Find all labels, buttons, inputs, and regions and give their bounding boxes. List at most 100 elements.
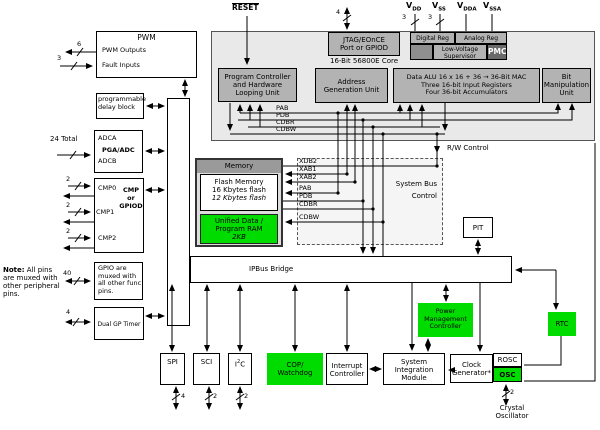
clk-line1: Clock bbox=[461, 361, 482, 369]
cmp-or-line3: GPIOD bbox=[119, 202, 143, 210]
crystal-line1: Crystal bbox=[499, 404, 525, 412]
sci-block: SCI bbox=[193, 353, 220, 385]
digital-reg-block: Digital Reg bbox=[410, 32, 455, 44]
gpio-line3: all other func bbox=[98, 279, 142, 287]
unified-ram-block: Unified Data / Program RAM 2KB bbox=[200, 214, 278, 244]
memory-block: Memory Flash Memory 16 Kbytes flash 12 K… bbox=[195, 158, 283, 247]
gpio-line2: muxed with bbox=[98, 271, 137, 280]
cop-watchdog-block: COP/ Watchdog bbox=[267, 353, 323, 385]
vss-pin-label: VSS bbox=[432, 1, 446, 15]
pwm-faults-width-label: 3 bbox=[57, 54, 62, 62]
vssa-sub: SSA bbox=[489, 6, 502, 13]
gpio-block: GPIO are muxed with all other func pins. bbox=[94, 262, 143, 300]
system-bus-control-label: System Bus Control bbox=[375, 180, 437, 200]
pc-line2: and Hardware bbox=[232, 81, 283, 89]
vss-sub: SS bbox=[438, 6, 446, 13]
i2c-pre: I bbox=[234, 360, 237, 369]
vssa-base: V bbox=[483, 1, 490, 10]
cop-line1: COP/ bbox=[286, 361, 304, 369]
cmp2-label: CMP2 bbox=[98, 234, 117, 242]
flash-line2: 16 Kbytes flash bbox=[211, 186, 266, 194]
lvs-line2: Supervisor bbox=[443, 53, 477, 60]
bmu-line1: Bit bbox=[561, 73, 572, 81]
agu-line2: Generation Unit bbox=[323, 86, 380, 94]
alu-line3: Four 36-bit Accumulators bbox=[425, 88, 508, 96]
cmp-or-line1: CMP bbox=[122, 186, 139, 194]
flash-line3: 12 Kbytes flash bbox=[211, 194, 267, 202]
rtc-block: RTC bbox=[548, 312, 576, 336]
vdda-sub: DDA bbox=[463, 6, 477, 13]
bmu-line2: Manipulation bbox=[543, 81, 590, 89]
delay-line1: programmable bbox=[98, 95, 146, 103]
timer-width-label: 4 bbox=[66, 308, 71, 316]
note-line2: are muxed with bbox=[3, 274, 58, 282]
pwm-block: PWM PWM Outputs Fault Inputs bbox=[96, 31, 197, 78]
vss-base: V bbox=[432, 1, 439, 10]
core-bus-cdbw-label: CDBW bbox=[276, 125, 297, 133]
i2c-sup: 2 bbox=[237, 359, 241, 365]
mem-bus-pdb-label: PDB bbox=[299, 192, 313, 200]
note-rest: All pins bbox=[24, 266, 53, 274]
pit-block: PIT bbox=[463, 217, 493, 238]
adc-block: ADCA PGA/ADC ADCB bbox=[94, 130, 143, 173]
delay-line2: delay block bbox=[98, 102, 136, 111]
pc-line3: Looping Unit bbox=[235, 89, 280, 97]
system-bus-control-block bbox=[297, 158, 443, 245]
i2c-block: I2C bbox=[228, 353, 252, 385]
lvs-line1: Low-Voltage bbox=[441, 46, 479, 53]
jtag-eonce-block: JTAG/EOnCE Port or GPIOD bbox=[328, 32, 400, 56]
jtag-width-label: 4 bbox=[336, 8, 341, 16]
pmc-line1: Power bbox=[435, 307, 456, 315]
pmc-line2: Management bbox=[424, 314, 467, 323]
cmp-block: CMP0 CMP or GPIOD CMP1 CMP2 bbox=[94, 178, 144, 253]
note-line1: Note: All pins bbox=[3, 266, 65, 274]
ipbus-bridge-block: IPBus Bridge bbox=[190, 256, 512, 283]
system-integration-module-block: System Integration Module bbox=[383, 353, 445, 385]
intc-line1: Interrupt bbox=[331, 362, 363, 370]
sim-line2: Integration bbox=[394, 366, 434, 374]
vdda-pin-label: VDDA bbox=[457, 1, 477, 15]
reg-filler-block bbox=[410, 44, 433, 60]
adc-line3: ADCB bbox=[98, 157, 117, 165]
gpio-width-label: 40 bbox=[63, 269, 72, 277]
reset-pin-label: RESET bbox=[232, 3, 259, 12]
core-bus-cdbr-label: CDBR bbox=[276, 118, 295, 126]
sci-width-label: 2 bbox=[213, 392, 218, 400]
rosc-block: ROSC bbox=[493, 353, 522, 367]
crystal-line2: Oscillator bbox=[495, 412, 529, 420]
mem-bus-xab2-label: XAB2 bbox=[299, 173, 317, 181]
mem-bus-cdbr-label: CDBR bbox=[299, 200, 318, 208]
data-alu-block: Data ALU 16 x 16 + 36 → 36-Bit MAC Three… bbox=[393, 68, 540, 103]
flash-line1: Flash Memory bbox=[214, 178, 264, 186]
ram-line3: 2KB bbox=[232, 233, 246, 241]
note-line3: other peripheral bbox=[3, 282, 60, 290]
ipbus-bridge-label: IPBus Bridge bbox=[249, 265, 294, 273]
mem-bus-xab1-label: XAB1 bbox=[299, 165, 317, 173]
cmp2-width-label: 2 bbox=[66, 227, 71, 235]
vss-width-label: 3 bbox=[428, 13, 433, 21]
spi-block: SPI bbox=[160, 353, 185, 385]
cmp-or-line2: or bbox=[127, 194, 135, 202]
mem-bus-cdbw-label: CDBW bbox=[299, 213, 320, 221]
flash-memory-block: Flash Memory 16 Kbytes flash 12 Kbytes f… bbox=[200, 174, 278, 211]
power-management-controller-block: Power Management Controller bbox=[418, 303, 473, 337]
analog-reg-block: Analog Reg bbox=[455, 32, 507, 44]
interrupt-controller-block: Interrupt Controller bbox=[326, 353, 368, 385]
agu-line1: Address bbox=[337, 78, 366, 86]
note-text: Note: All pins are muxed with other peri… bbox=[3, 266, 65, 298]
pc-line1: Program Controller bbox=[224, 73, 291, 81]
clk-line2: Generator* bbox=[451, 369, 492, 377]
note-line4: pins. bbox=[3, 290, 20, 298]
spi-width-label: 4 bbox=[181, 392, 186, 400]
vdd-pin-label: VDD bbox=[406, 1, 421, 15]
memory-title: Memory bbox=[197, 160, 281, 173]
vdd-width-label: 3 bbox=[402, 13, 407, 21]
alu-line1: Data ALU 16 x 16 + 36 → 36-Bit MAC bbox=[406, 73, 527, 81]
i2c-post: C bbox=[240, 360, 246, 369]
peripheral-bus-spine bbox=[167, 98, 190, 326]
vdda-base: V bbox=[457, 1, 464, 10]
osc-block: OSC bbox=[493, 367, 522, 382]
ram-line1: Unified Data / bbox=[214, 217, 264, 225]
sim-line1: System bbox=[400, 358, 428, 366]
sim-line3: Module bbox=[401, 374, 427, 382]
